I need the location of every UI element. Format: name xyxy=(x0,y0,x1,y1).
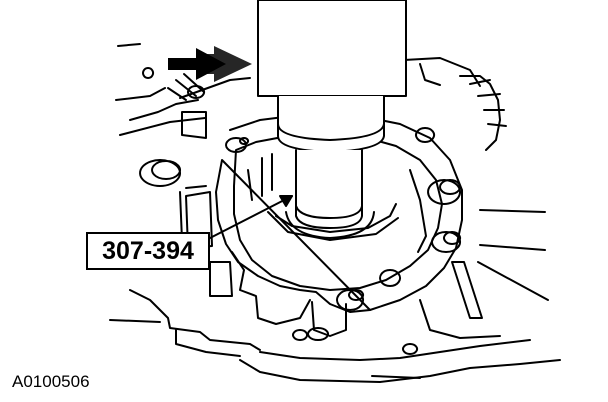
motion-lines xyxy=(167,73,205,101)
figure-id: A0100506 xyxy=(12,372,90,391)
transmission-case xyxy=(109,43,561,383)
direction-arrow-icon xyxy=(168,46,252,82)
callout-leader-line xyxy=(209,195,293,239)
callout-arrowhead xyxy=(279,195,293,207)
tool-callout-label: 307-394 xyxy=(86,232,210,270)
installer-tool xyxy=(257,0,407,239)
